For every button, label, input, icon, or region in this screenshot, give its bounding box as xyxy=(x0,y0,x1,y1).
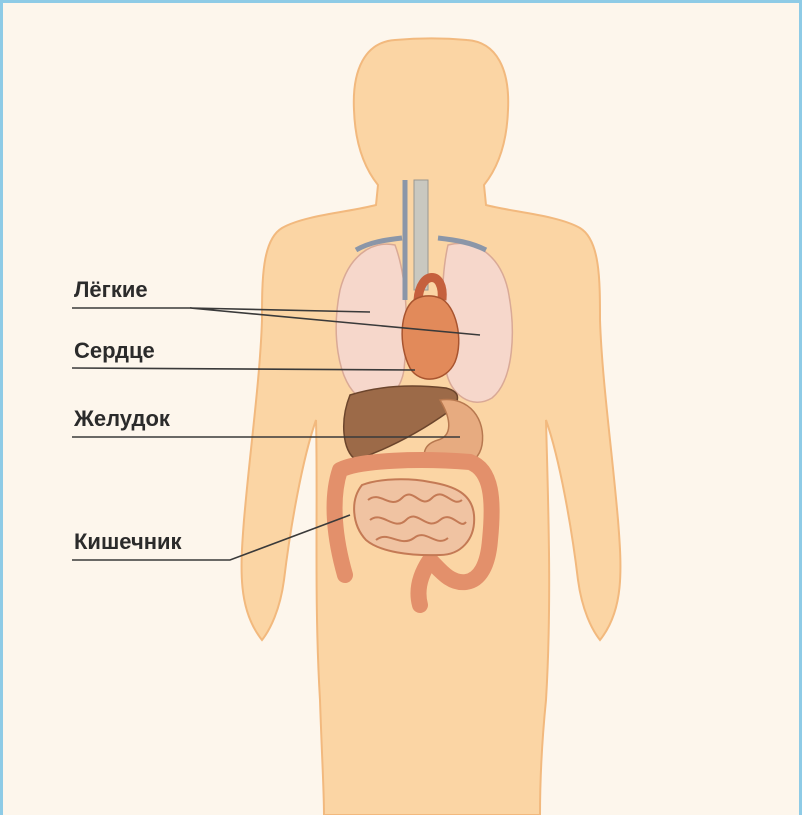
trachea xyxy=(414,180,428,290)
label-heart: Сердце xyxy=(74,338,155,364)
label-stomach: Желудок xyxy=(74,406,170,432)
body-silhouette xyxy=(242,39,621,815)
label-lungs: Лёгкие xyxy=(74,277,148,303)
label-intestine: Кишечник xyxy=(74,529,182,555)
heart xyxy=(402,296,459,379)
